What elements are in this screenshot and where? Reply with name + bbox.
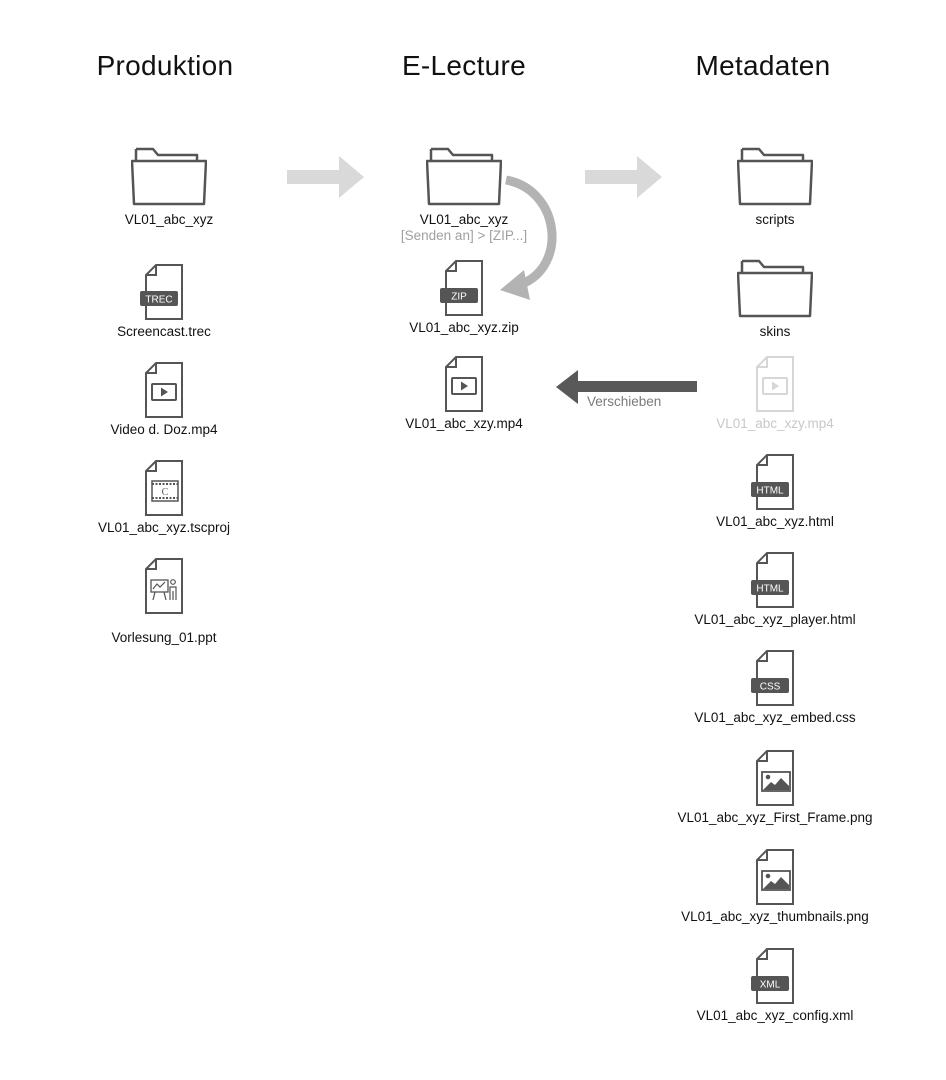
folder-icon [737,259,813,318]
file-vl01-abc-xyz-embed-css[interactable]: CSS VL01_abc_xyz_embed.css [655,650,895,725]
svg-text:XML: XML [760,980,781,991]
move-arrow [556,370,697,404]
svg-text:HTML: HTML [756,486,784,497]
camtasia-project-icon: C [145,460,183,516]
file-vl01-abc-xyz-zip[interactable]: ZIP VL01_abc_xyz.zip [344,260,584,335]
folder-vl01-abc-xyz-produktion[interactable]: VL01_abc_xyz [49,146,289,227]
column-title-produktion: Produktion [96,50,234,81]
flow-arrow-produktion-to-electure [287,156,364,198]
item-label: VL01_abc_xzy.mp4 [405,416,523,431]
file-vl01-tscproj[interactable]: C VL01_abc_xyz.tscproj [44,460,284,535]
item-label: VL01_abc_xyz.zip [409,320,519,335]
file-vl01-abc-xyz-thumbnails-png[interactable]: VL01_abc_xyz_thumbnails.png [655,849,895,924]
trec-file-icon: TREC [140,264,183,320]
item-label: VL01_abc_xzy.mp4 [716,416,834,431]
file-vl01-abc-xyz-first-frame-png[interactable]: VL01_abc_xyz_First_Frame.png [655,750,895,825]
item-label: VL01_abc_xyz_config.xml [696,1008,854,1023]
item-label: Video d. Doz.mp4 [110,422,218,437]
item-label: VL01_abc_xyz [419,212,509,227]
item-label: VL01_abc_xyz.html [716,514,834,529]
item-label: VL01_abc_xyz_player.html [694,612,856,627]
file-vl01-abc-xyz-player-html[interactable]: HTML VL01_abc_xyz_player.html [655,552,895,627]
file-screencast-trec[interactable]: TREC Screencast.trec [44,264,284,339]
svg-text:CSS: CSS [760,682,781,693]
move-arrow-label: Verschieben [587,394,662,409]
folder-vl01-abc-xyz-electure[interactable]: VL01_abc_xyz [Senden an] > [ZIP...] [344,146,584,243]
xml-file-icon: XML [751,948,794,1004]
flow-arrow-electure-to-metadaten [585,156,662,198]
item-label: VL01_abc_xyz_thumbnails.png [681,909,869,924]
css-file-icon: CSS [751,650,794,706]
item-label: Vorlesung_01.ppt [111,630,217,645]
html-file-icon: HTML [751,454,794,510]
item-label: VL01_abc_xyz_embed.css [694,710,856,725]
item-label: skins [759,324,791,339]
column-title-e-lecture: E-Lecture [401,50,527,81]
folder-skins[interactable]: skins [655,258,895,339]
file-vl01-abc-xzy-mp4-electure[interactable]: VL01_abc_xzy.mp4 [344,356,584,431]
folder-icon [131,147,207,206]
column-title-metadaten: Metadaten [695,50,831,81]
item-label: scripts [755,212,795,227]
svg-text:HTML: HTML [756,584,784,595]
folder-scripts[interactable]: scripts [655,146,895,227]
file-vl01-abc-xyz-config-xml[interactable]: XML VL01_abc_xyz_config.xml [655,948,895,1023]
html-file-icon: HTML [751,552,794,608]
file-vl01-abc-xyz-html[interactable]: HTML VL01_abc_xyz.html [655,454,895,529]
svg-text:TREC: TREC [145,295,172,306]
presentation-file-icon [145,558,183,614]
video-file-icon [756,356,794,412]
item-label: VL01_abc_xyz [124,212,214,227]
item-label: VL01_abc_xyz_First_Frame.png [677,810,873,825]
file-video-doz-mp4[interactable]: Video d. Doz.mp4 [44,362,284,437]
svg-text:C: C [162,487,169,498]
item-label: Screencast.trec [117,324,211,339]
zip-curved-arrow [500,175,557,300]
video-file-icon [145,362,183,418]
svg-text:ZIP: ZIP [451,292,467,303]
file-vl01-abc-xzy-mp4-metadaten-moved[interactable]: VL01_abc_xzy.mp4 [655,356,895,431]
zip-file-icon: ZIP [440,260,483,316]
item-label: VL01_abc_xyz.tscproj [97,520,231,535]
folder-icon [737,147,813,206]
image-file-icon [756,849,794,905]
image-file-icon [756,750,794,806]
zip-instruction: [Senden an] > [ZIP...] [400,228,528,243]
folder-icon [426,147,502,206]
video-file-icon [445,356,483,412]
file-vorlesung-ppt[interactable]: Vorlesung_01.ppt [44,558,284,645]
